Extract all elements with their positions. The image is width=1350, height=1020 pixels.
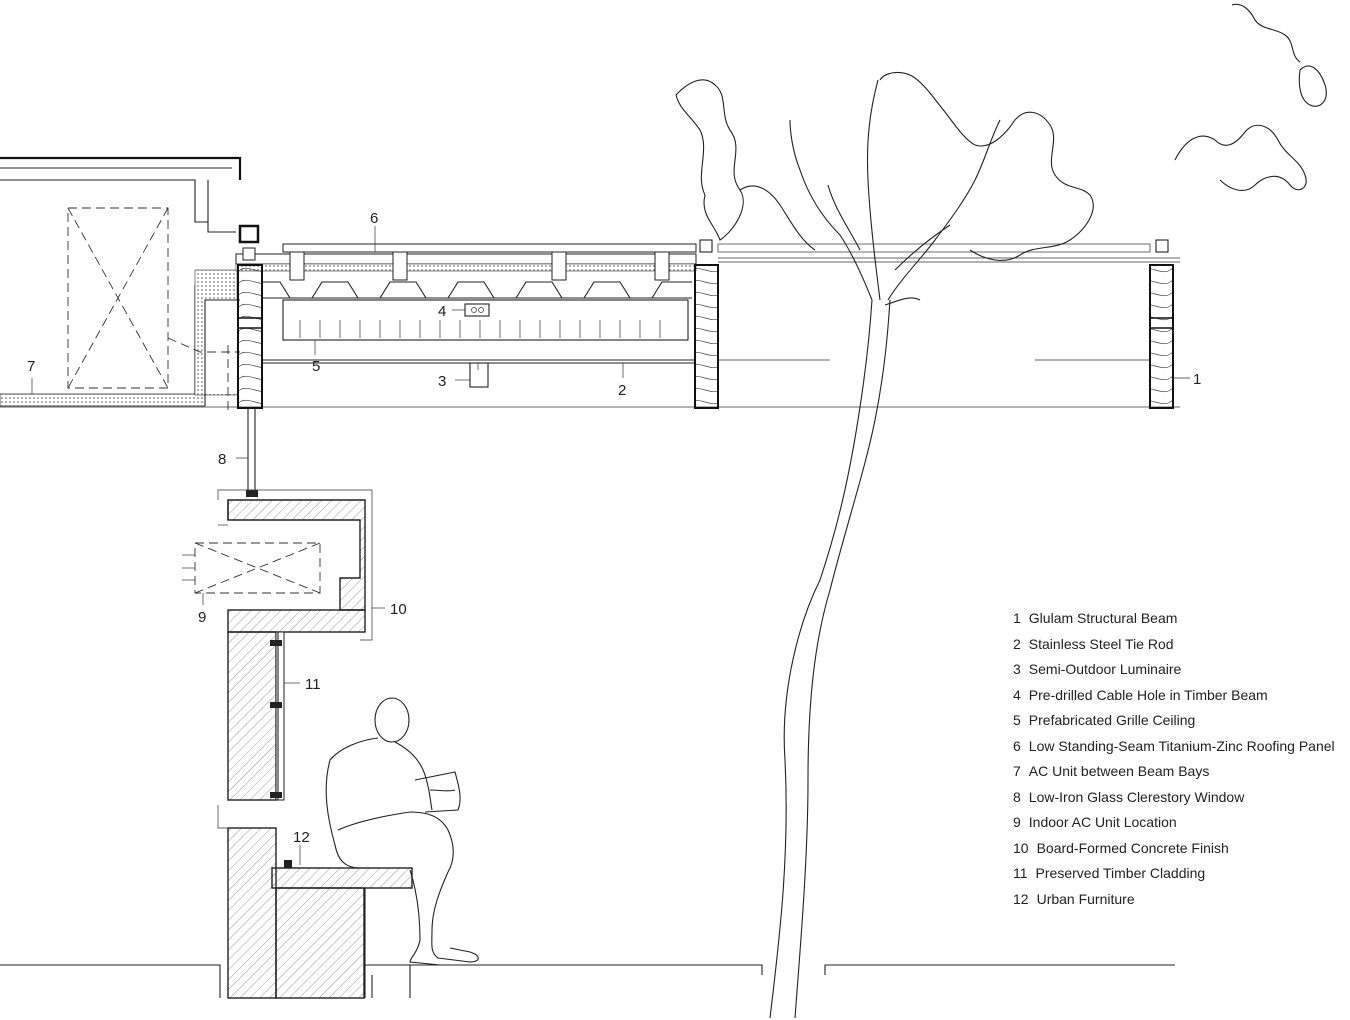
indoor-ac-unit — [182, 542, 321, 594]
callout-2: 2 — [618, 382, 626, 399]
callout-3: 3 — [438, 373, 446, 390]
callout-8: 8 — [218, 451, 226, 468]
callout-12: 12 — [293, 829, 310, 846]
callout-10: 10 — [390, 601, 407, 618]
ac-unit-roof — [67, 207, 240, 415]
timber-cladding — [270, 631, 285, 801]
callout-11: 11 — [305, 676, 321, 693]
seated-person — [325, 697, 479, 966]
callout-6: 6 — [370, 210, 378, 227]
tree — [675, 3, 1327, 1019]
callout-4: 4 — [438, 303, 446, 320]
concrete-wall — [217, 489, 373, 999]
adjacent-building-roof — [0, 156, 242, 407]
roof-canopy — [0, 224, 1180, 408]
callout-9: 9 — [198, 609, 206, 626]
callout-leaders — [31, 226, 1190, 865]
callout-1: 1 — [1193, 371, 1201, 388]
ground-line — [0, 964, 1175, 998]
glulam-beam-right — [1149, 264, 1174, 409]
callout-7: 7 — [27, 358, 35, 375]
clerestory-window — [246, 408, 258, 497]
glulam-beam-left — [237, 264, 263, 409]
glulam-beam-middle — [694, 264, 719, 409]
right-bay-roof — [699, 239, 1180, 361]
callout-5: 5 — [312, 358, 320, 375]
urban-furniture-bench — [271, 860, 413, 999]
